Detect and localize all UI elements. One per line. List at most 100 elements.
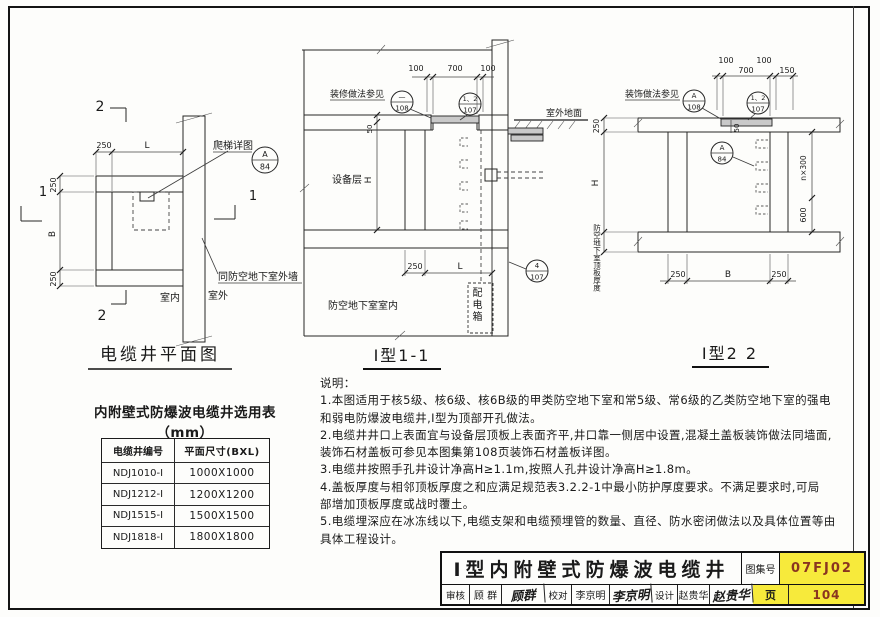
svg-text:H: H xyxy=(591,180,601,187)
note-line: 和弱电防爆波电缆井,Ⅰ型为顶部开孔做法。 xyxy=(320,410,543,425)
section-mark-1-left: 1 xyxy=(20,185,47,222)
svg-text:600: 600 xyxy=(799,207,808,222)
sec2-title: Ⅰ型2 2 xyxy=(702,344,758,363)
svg-text:250: 250 xyxy=(96,141,111,150)
plan-view-drawing: 爬梯详图 A 84 同防空地下室外墙 室内 室外 250 L xyxy=(20,99,302,370)
cell-well-no: NDJ1818-Ⅰ xyxy=(102,527,175,548)
svg-text:A: A xyxy=(720,144,725,152)
detail-bubble-A108: A 108 xyxy=(682,89,722,120)
svg-text:1、2: 1、2 xyxy=(751,94,766,102)
wall-note-label: 同防空地下室外墙 xyxy=(218,270,298,283)
cell-well-no: NDJ1212-Ⅰ xyxy=(102,484,175,505)
cell-size: 1500X1500 xyxy=(189,509,255,522)
table-row: NDJ1212-Ⅰ 1200X1200 xyxy=(102,483,269,505)
svg-text:107: 107 xyxy=(463,107,476,115)
svg-text:107: 107 xyxy=(751,106,764,114)
exterior-wall-section xyxy=(485,39,515,337)
basement-room-label: 防空地下室室内 xyxy=(328,299,398,312)
notes-heading: 说明： xyxy=(320,376,356,390)
roof-opening-dashed xyxy=(132,191,170,231)
selection-table-title: 内附壁式防爆波电缆井选用表（mm） xyxy=(94,405,276,441)
svg-text:1: 1 xyxy=(249,189,257,204)
svg-text:—: — xyxy=(399,93,406,101)
svg-text:4: 4 xyxy=(535,262,540,270)
note-line: 3.电缆井按照手孔井设计净高H≥1.1m,按照人孔井设计净高H≥1.8m。 xyxy=(320,462,698,477)
sec1-bottom-dimension: 250 L xyxy=(401,250,496,277)
indoor-label: 室内 xyxy=(160,291,180,304)
section-2-2-drawing: A 84 100 100 700 150 装饰做法参见 A 108 xyxy=(591,56,845,368)
svg-text:B: B xyxy=(48,231,58,237)
atlas-no-value: 07FJ02 xyxy=(780,553,864,584)
svg-text:100: 100 xyxy=(408,64,423,73)
sec2-left-dimension: 250 H xyxy=(591,114,637,256)
svg-text:2: 2 xyxy=(98,308,107,324)
sec1-top-dimension: 100 700 100 xyxy=(408,64,496,114)
sheet-border xyxy=(8,6,870,610)
sheet-title: Ⅰ型内附壁式防爆波电缆井 xyxy=(442,553,742,584)
svg-text:B: B xyxy=(725,270,731,280)
bubble-top: A xyxy=(262,150,268,159)
well-wall-left xyxy=(667,131,688,233)
svg-text:100: 100 xyxy=(756,56,771,65)
top-slab xyxy=(633,117,845,133)
svg-text:107: 107 xyxy=(530,274,543,282)
svg-text:250: 250 xyxy=(592,119,601,134)
section-mark-1-right: 1 xyxy=(214,189,257,220)
detail-bubble-ladder: A 84 xyxy=(251,146,279,174)
ladder-leader xyxy=(147,150,229,199)
detail-bubble-108: — 108 xyxy=(390,90,432,119)
title-block-row-1: Ⅰ型内附壁式防爆波电缆井 图集号 07FJ02 xyxy=(442,553,864,585)
svg-text:1、2: 1、2 xyxy=(463,95,478,103)
checker-name: 李京明 xyxy=(572,585,610,604)
finish-note-label: 装修做法参见 xyxy=(330,88,384,100)
svg-text:700: 700 xyxy=(447,64,462,73)
wall-note-leader xyxy=(201,237,219,275)
well-cover-plate xyxy=(430,115,480,124)
svg-text:100: 100 xyxy=(718,56,733,65)
exterior-wall-plan xyxy=(175,112,213,347)
page-number: 104 xyxy=(789,585,864,604)
sec2-bottom-dimension: 250 B 250 xyxy=(660,254,796,285)
basement-roof-slab xyxy=(633,231,845,253)
sheet-inner-frame-line xyxy=(853,6,854,608)
detail-bubble-107-bottom: 4 107 xyxy=(508,259,549,283)
sec1-title: Ⅰ型1-1 xyxy=(374,346,431,365)
svg-text:250: 250 xyxy=(407,262,422,271)
note-line: 具体工程设计。 xyxy=(320,531,404,546)
outdoor-ground-label: 室外地面 xyxy=(546,107,582,119)
section-mark-2-bottom: 2 xyxy=(98,290,127,324)
notes-block: 说明： 1.本图适用于核5级、核6级、核6B级的甲类防空地下室和常5级、常6级的… xyxy=(320,375,868,548)
note-line: 部增加顶板厚度或战时覆土。 xyxy=(320,497,475,512)
sec1-height-dimension: 50 H xyxy=(364,111,381,234)
basement-roof-thickness-label: 防空地下室顶板厚度 xyxy=(592,224,602,292)
sec2-top-dimension: 100 100 700 150 xyxy=(712,56,798,116)
well-wall-right xyxy=(769,131,789,233)
table-row: NDJ1010-Ⅰ 1000X1000 xyxy=(102,462,269,484)
detail-bubble-84: A 84 xyxy=(710,141,755,167)
reviewer-signature: 顾群 xyxy=(501,583,546,606)
title-block: Ⅰ型内附壁式防爆波电缆井 图集号 07FJ02 审核 顾 群 顾群 校对 李京明… xyxy=(440,551,866,606)
detail-bubble-107: 1、2 107 xyxy=(746,91,770,121)
svg-text:n×300: n×300 xyxy=(799,155,808,181)
outdoor-ground: 室外地面 xyxy=(513,107,588,130)
outdoor-label: 室外 xyxy=(208,289,228,302)
table-row: NDJ1818-Ⅰ 1800X1800 xyxy=(102,526,269,548)
svg-text:50: 50 xyxy=(733,124,741,133)
designer-name: 赵贵华 xyxy=(678,585,710,604)
ladder-note-label: 爬梯详图 xyxy=(213,139,253,152)
checker-label: 校对 xyxy=(545,585,572,604)
svg-text:1: 1 xyxy=(39,185,47,200)
note-line: 1.本图适用于核5级、核6级、核6B级的甲类防空地下室和常5级、常6级的乙类防空… xyxy=(320,393,831,408)
cell-size: 1800X1800 xyxy=(189,531,255,544)
detail-bubble-107-top: 1、2 107 xyxy=(458,92,482,121)
designer-label: 设计 xyxy=(652,585,678,604)
plan-top-dimension: 250 L xyxy=(92,141,187,191)
title-block-row-2: 审核 顾 群 顾群 校对 李京明 李京明 设计 赵贵华 赵贵华 页 104 xyxy=(442,583,864,606)
exterior-ledge-1 xyxy=(507,127,544,135)
cell-size: 1000X1000 xyxy=(189,467,255,480)
svg-text:50: 50 xyxy=(366,125,374,134)
svg-text:L: L xyxy=(457,262,462,272)
table-header-row: 电缆井编号 平面尺寸(BXL) xyxy=(102,439,269,462)
selection-table: 电缆井编号 平面尺寸(BXL) NDJ1010-Ⅰ 1000X1000 NDJ1… xyxy=(101,438,270,549)
pipe-sleeve xyxy=(484,168,544,182)
